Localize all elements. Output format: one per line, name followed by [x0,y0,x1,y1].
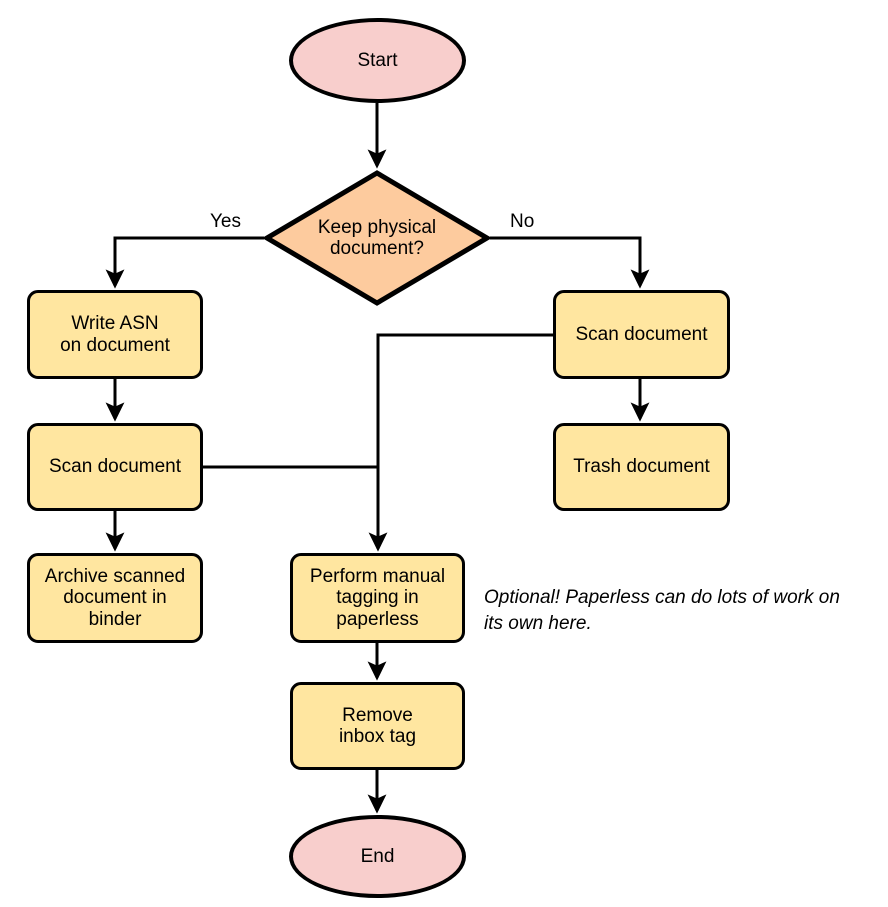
node-remove-inbox-label: Remove inbox tag [339,705,416,748]
node-scan-document-right[interactable]: Scan document [553,290,730,379]
node-end-label: End [360,845,395,867]
node-scan-document-left[interactable]: Scan document [27,423,203,511]
node-remove-inbox-label-line2: inbox tag [338,726,417,747]
node-archive-label-line1: Archive scanned [44,566,186,588]
node-write-asn-label-line2: on document [60,334,170,356]
edge-label-yes: Yes [210,211,241,232]
node-tagging-label-line3: paperless [336,608,419,630]
edge-label-no: No [510,211,535,232]
node-decision-label-line1: Keep physical [317,216,437,238]
node-write-asn-on-document[interactable]: Write ASN on document [27,290,203,379]
node-tagging-label-line2: tagging in [336,587,419,609]
node-tagging-label: Perform manual tagging in paperless [310,566,445,630]
annotation-optional-note-line1: Optional! Paperless can do lots of work … [484,587,840,608]
edge-scan-right-to-tagging [368,333,553,552]
node-scan-document-left-label: Scan document [48,456,182,478]
node-archive-label: Archive scanned document in binder [45,566,185,630]
node-decision-label: Keep physical document? [312,217,442,260]
node-write-asn-label: Write ASN on document [60,313,170,356]
node-perform-manual-tagging[interactable]: Perform manual tagging in paperless [290,553,465,643]
annotation-optional-note: Optional! Paperless can do lots of work … [484,585,884,636]
node-start[interactable]: Start [289,18,466,103]
node-remove-inbox-label-line1: Remove [342,704,413,726]
node-tagging-label-line1: Perform manual [309,566,446,588]
annotation-optional-note-line2: its own here. [484,612,592,634]
diamond-shape [264,170,490,306]
node-decision-label-line2: document? [329,238,424,259]
node-write-asn-label-line1: Write ASN [71,313,159,335]
node-decision-keep-physical-document[interactable]: Keep physical document? [264,170,490,306]
node-trash-document[interactable]: Trash document [553,423,730,511]
node-archive-scanned-document[interactable]: Archive scanned document in binder [27,553,203,643]
node-archive-label-line2: document in [63,587,167,609]
node-scan-document-right-label: Scan document [575,323,708,345]
edge-decision-no-to-scan-right [490,236,650,289]
node-start-label: Start [357,49,398,71]
node-end[interactable]: End [289,815,466,898]
edge-decision-yes-to-write-asn [105,236,264,289]
node-remove-inbox-tag[interactable]: Remove inbox tag [290,682,465,770]
node-trash-document-label: Trash document [573,456,710,478]
node-archive-label-line3: binder [88,608,142,630]
